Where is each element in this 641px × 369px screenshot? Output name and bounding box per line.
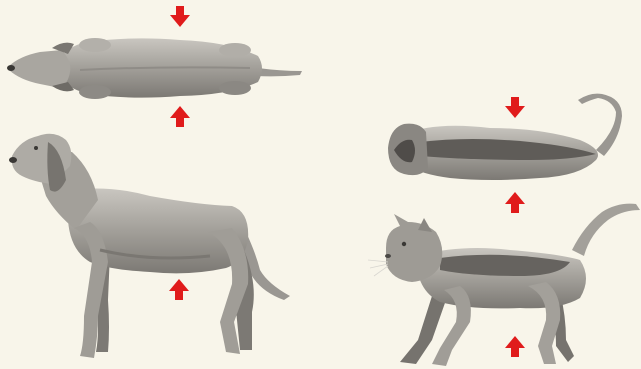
cat-top-arrow-down bbox=[505, 97, 525, 118]
dog-side-view bbox=[9, 134, 290, 358]
cat-top-view bbox=[388, 94, 622, 180]
cat-top-arrow-up bbox=[505, 192, 525, 213]
dog-top-arrow-down bbox=[170, 6, 190, 27]
cat-side-arrow-up bbox=[505, 336, 525, 357]
dog-side-arrow-up bbox=[169, 279, 189, 300]
dog-top-arrow-up bbox=[170, 106, 190, 127]
dog-top-view bbox=[7, 38, 302, 99]
cat-side-view bbox=[368, 204, 640, 366]
